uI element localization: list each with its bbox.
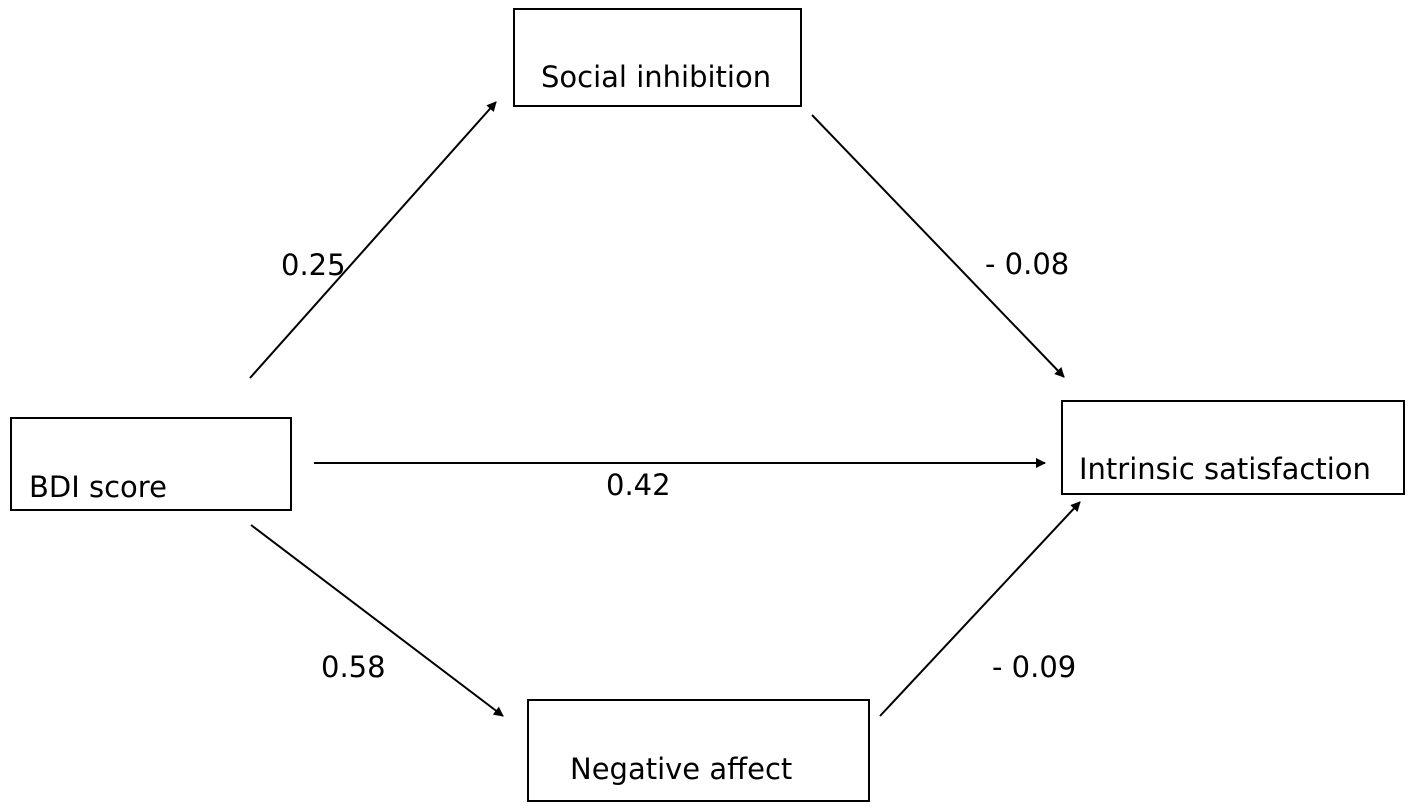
node-social-inhibition: Social inhibition xyxy=(513,8,802,107)
node-label-bdi-score: BDI score xyxy=(29,470,167,504)
node-box-negative-affect xyxy=(527,699,870,802)
node-intrinsic-satisfaction: Intrinsic satisfaction xyxy=(1061,400,1405,495)
node-box-bdi-score xyxy=(10,417,292,511)
node-label-intrinsic-satisfaction: Intrinsic satisfaction xyxy=(1079,452,1371,486)
coefficient-social-inhibition-to-intrinsic-satisfaction: - 0.08 xyxy=(985,247,1069,281)
arrow-negative-affect-to-intrinsic-satisfaction xyxy=(879,501,1081,717)
arrow-bdi-to-negative-affect xyxy=(250,524,504,717)
node-label-negative-affect: Negative affect xyxy=(570,752,792,786)
node-box-social-inhibition xyxy=(513,8,802,107)
coefficient-negative-affect-to-intrinsic-satisfaction: - 0.09 xyxy=(992,650,1076,684)
node-box-intrinsic-satisfaction xyxy=(1061,400,1405,495)
arrow-social-inhibition-to-intrinsic-satisfaction xyxy=(811,114,1065,378)
node-bdi-score: BDI score xyxy=(10,417,292,511)
coefficient-bdi-to-negative-affect: 0.58 xyxy=(321,650,386,684)
arrow-bdi-to-social-inhibition xyxy=(249,101,497,379)
node-negative-affect: Negative affect xyxy=(527,699,870,802)
node-label-social-inhibition: Social inhibition xyxy=(541,60,771,94)
coefficient-bdi-to-intrinsic-satisfaction: 0.42 xyxy=(606,468,671,502)
coefficient-bdi-to-social-inhibition: 0.25 xyxy=(281,248,346,282)
